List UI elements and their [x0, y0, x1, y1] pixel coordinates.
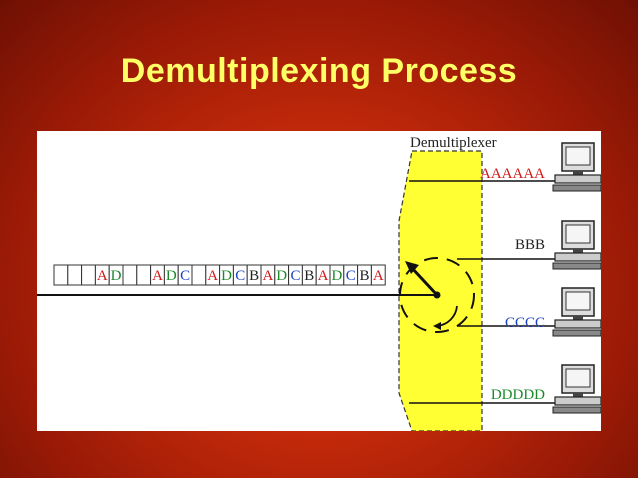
switch-pointer: [409, 265, 439, 297]
computer-icon: [552, 287, 601, 337]
frame-cell: [81, 264, 96, 286]
frame-cell: [122, 264, 138, 286]
frame-cell-label: D: [111, 268, 122, 284]
demultiplexer-body: [398, 150, 483, 431]
frame-cell-label: B: [359, 268, 369, 284]
output-channels: AAAAAA BBB CCCC DDDDD: [409, 142, 601, 414]
frame-cell: [370, 264, 386, 286]
switch-pivot: [433, 291, 441, 299]
frame-cell-label: D: [221, 268, 232, 284]
output-label: BBB: [515, 237, 545, 253]
frame-cell: [136, 264, 152, 286]
frame-cell: [191, 264, 207, 286]
frame-cell: [67, 264, 83, 286]
frame-cell-label: A: [207, 268, 218, 284]
rotary-switch-circle: [399, 257, 475, 333]
frame-cell-label: D: [276, 268, 287, 284]
rotation-arrowhead: [433, 322, 441, 330]
computer-icon: [552, 142, 601, 192]
frame-cell: [53, 264, 69, 286]
frame-cell-label: D: [331, 268, 342, 284]
output-label: DDDDD: [491, 387, 545, 403]
frame-cell-label: B: [304, 268, 314, 284]
frame-cell-label: A: [262, 268, 273, 284]
frame-cell-label: A: [152, 268, 163, 284]
demultiplexer-label: Demultiplexer: [410, 135, 497, 151]
frame-cell-label: A: [318, 268, 329, 284]
frame-cell-label: C: [180, 268, 190, 284]
frame-cell-label: C: [290, 268, 300, 284]
switch-pointer-head: [405, 261, 419, 274]
frame-cell-label: A: [97, 268, 108, 284]
frame-cell-label: C: [346, 268, 356, 284]
frame-cell-label: D: [166, 268, 177, 284]
output-label: AAAAAA: [480, 166, 545, 182]
slide-title: Demultiplexing Process: [120, 52, 518, 90]
computer-icon: [552, 220, 601, 270]
frame-cell-label: A: [373, 268, 384, 284]
frame-cell-label: B: [249, 268, 259, 284]
frame-cell-label: C: [235, 268, 245, 284]
computer-icon: [552, 364, 601, 414]
output-label: CCCC: [505, 315, 545, 331]
